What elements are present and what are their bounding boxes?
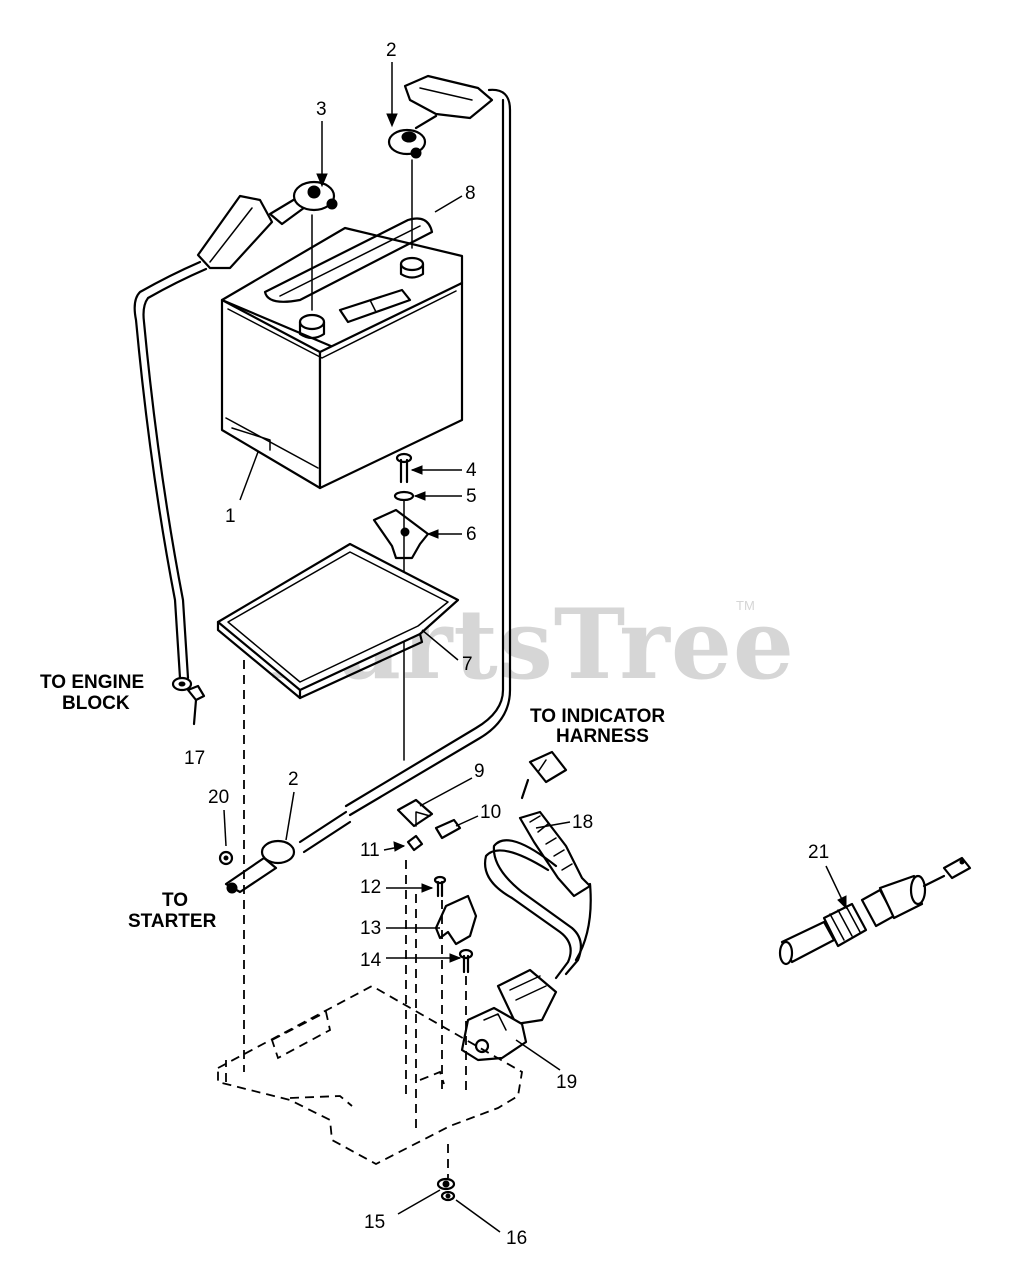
callout-3: 3 <box>316 99 327 120</box>
label-starter-1: TO <box>162 890 188 911</box>
callout-8: 8 <box>465 183 476 204</box>
leader-18 <box>535 821 571 829</box>
callout-2-bottom: 2 <box>288 769 299 790</box>
connector-19 <box>460 968 558 1062</box>
watermark-tm: TM <box>736 598 755 613</box>
callout-1: 1 <box>225 506 236 527</box>
battery <box>220 217 464 490</box>
leader-8 <box>434 195 463 213</box>
negative-cable <box>133 180 338 680</box>
fuse-connector <box>396 798 462 852</box>
leader-10 <box>455 815 479 827</box>
callout-12: 12 <box>360 877 381 898</box>
callout-13: 13 <box>360 918 381 939</box>
leader-20 <box>223 809 227 847</box>
callout-5: 5 <box>466 486 477 507</box>
callout-4: 4 <box>466 460 477 481</box>
callout-21: 21 <box>808 842 829 863</box>
indicator-harness <box>483 750 592 980</box>
callout-18: 18 <box>572 812 593 833</box>
callout-6: 6 <box>466 524 477 545</box>
positive-cable <box>344 74 512 817</box>
callout-20: 20 <box>208 787 229 808</box>
label-indicator-1: TO INDICATOR <box>530 706 665 727</box>
callout-9: 9 <box>474 761 485 782</box>
bolt-17 <box>171 676 206 726</box>
bottom-fasteners <box>436 1177 456 1202</box>
leader-16 <box>455 1199 501 1233</box>
label-indicator-2: HARNESS <box>556 726 649 747</box>
leader-1 <box>239 451 259 501</box>
arrow-2-top <box>386 113 398 128</box>
mounting-plate <box>217 660 523 1178</box>
label-engine-block-2: BLOCK <box>62 693 130 714</box>
callout-19: 19 <box>556 1072 577 1093</box>
leader-9 <box>419 777 473 807</box>
leader-2-bottom <box>285 791 295 841</box>
callout-10: 10 <box>480 802 501 823</box>
callout-7: 7 <box>462 654 473 675</box>
arrow-3 <box>316 173 328 188</box>
leader-7 <box>421 629 459 661</box>
label-starter-2: STARTER <box>128 911 217 932</box>
callout-11: 11 <box>360 840 380 861</box>
starter-cable <box>218 810 352 894</box>
callout-2-top: 2 <box>386 40 397 61</box>
leader-15 <box>397 1189 441 1215</box>
callout-14: 14 <box>360 950 382 971</box>
label-engine-block-1: TO ENGINE <box>40 672 144 693</box>
battery-tray <box>216 542 460 700</box>
part-21-fuse <box>778 856 972 966</box>
callout-16: 16 <box>506 1228 527 1249</box>
callout-17: 17 <box>184 748 205 769</box>
leader-19 <box>515 1039 561 1071</box>
callout-15: 15 <box>364 1212 385 1233</box>
screws-relay <box>433 875 478 974</box>
